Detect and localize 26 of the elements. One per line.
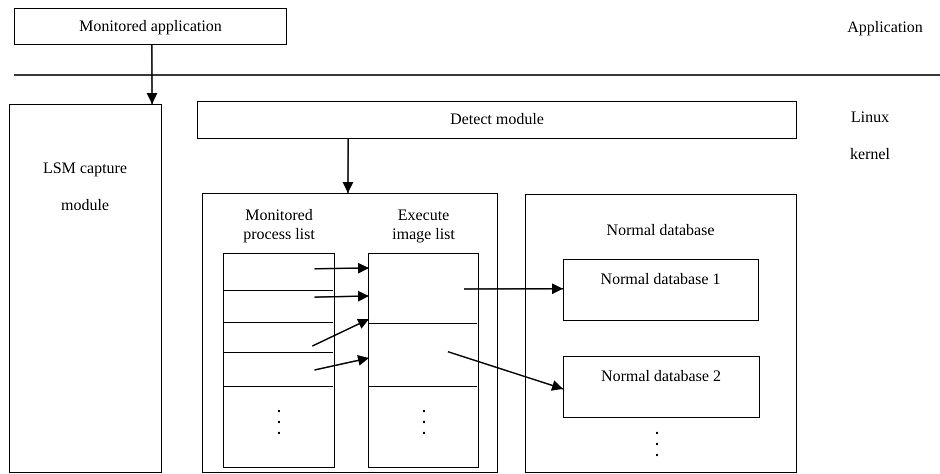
layer-label: Application	[846, 18, 924, 38]
label-text: Normal database 2	[600, 367, 722, 386]
label-text: LSM capture module	[42, 159, 128, 216]
label-text: Normal database 1	[600, 270, 722, 290]
database-group-box	[525, 194, 797, 473]
arrow	[314, 262, 370, 274]
module-box	[9, 104, 162, 473]
database-box	[563, 259, 759, 321]
arrow	[314, 355, 370, 371]
list-heading: Monitored process list	[242, 206, 316, 244]
label-text: Detect module	[450, 111, 544, 129]
module-box	[197, 101, 797, 139]
list-heading: Execute image list	[391, 206, 456, 244]
application-box	[14, 8, 287, 45]
arrow	[342, 139, 354, 193]
database-box	[563, 356, 760, 418]
label-text: Normal database	[606, 221, 716, 240]
arrow	[314, 290, 370, 302]
list-column	[223, 206, 335, 468]
arrow	[448, 351, 564, 391]
arrow	[312, 318, 370, 347]
arrow	[464, 283, 563, 294]
container-box	[202, 193, 498, 473]
layer-label: Linux kernel	[850, 108, 890, 165]
arrow	[146, 45, 158, 104]
label-text: Monitored application	[79, 18, 222, 36]
